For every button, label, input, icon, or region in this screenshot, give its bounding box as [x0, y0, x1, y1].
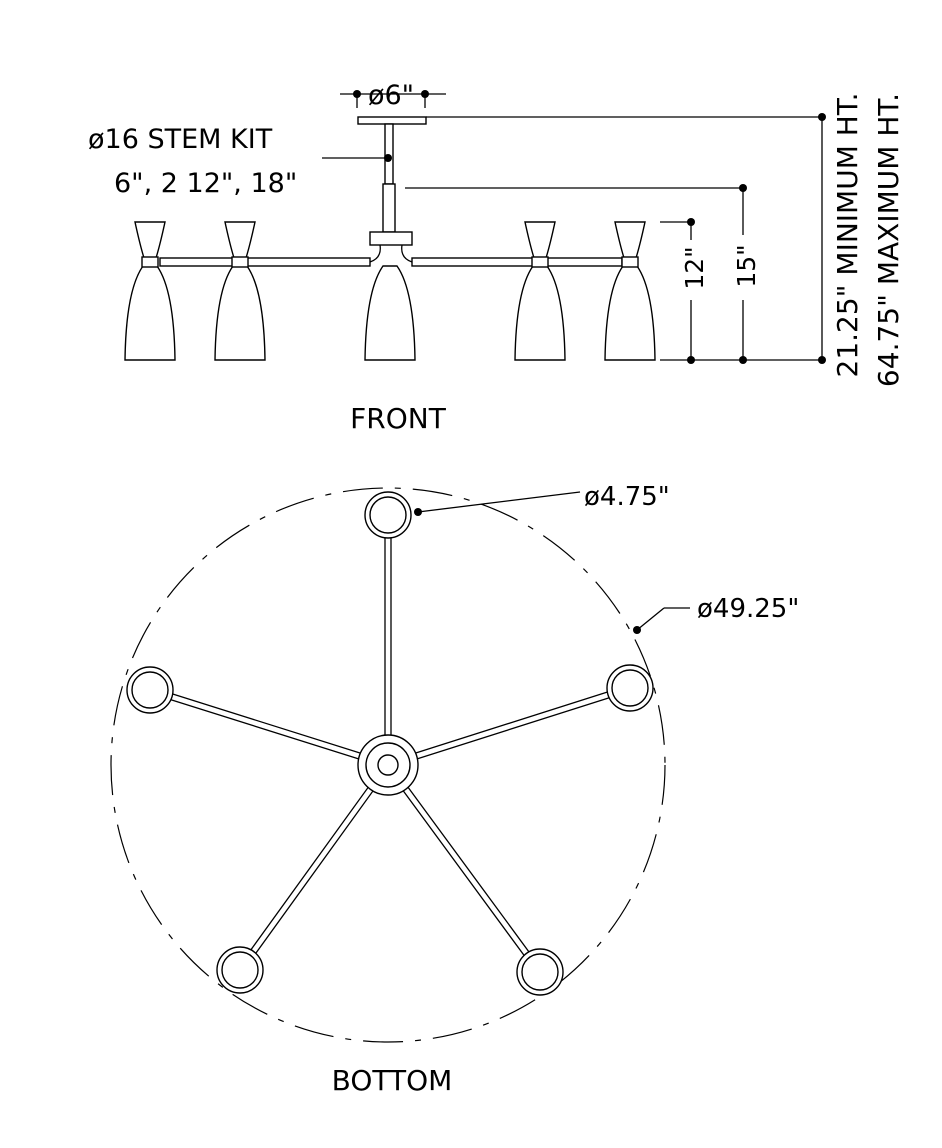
shade-front [364, 265, 416, 361]
arm-bottom [148, 686, 390, 769]
arm-bottom [386, 684, 632, 769]
canopy-diameter-label: ø6" [368, 80, 414, 111]
front-view: ø6" ø16 STEM KIT 6", 2 12", 18" 12" [88, 80, 905, 435]
height-dimensions: 12" 15" 21.25" MINIMUM HT. 64.75" MAXIMU… [405, 92, 905, 387]
stem-kit-label: ø16 STEM KIT [88, 124, 273, 155]
maximum-height-label: 64.75" MAXIMUM HT. [872, 93, 905, 387]
stem-kit-sizes: 6", 2 12", 18" [114, 168, 297, 199]
shade-diameter-label: ø4.75" [584, 482, 670, 512]
shade-front [124, 221, 176, 361]
bottom-view-title: BOTTOM [332, 1064, 453, 1097]
shade-front [604, 221, 656, 361]
arm-bottom [384, 515, 392, 765]
shade-front [214, 221, 266, 361]
overall-diameter-circle [110, 487, 666, 1043]
dim-12-label: 12" [680, 246, 709, 289]
canopy-dimension: ø6" [340, 80, 446, 111]
shade-bottom [364, 491, 412, 539]
minimum-height-label: 21.25" MINIMUM HT. [831, 92, 864, 377]
shade-bottom [216, 946, 264, 994]
shade-bottom [606, 664, 654, 712]
stem [384, 123, 394, 185]
hub [369, 231, 413, 246]
arm-bottom [237, 762, 391, 973]
arm-bottom [385, 762, 543, 975]
stem-lower [382, 183, 396, 233]
shade-bottom [126, 666, 174, 714]
canopy [357, 116, 427, 125]
front-view-title: FRONT [350, 402, 447, 435]
overall-diameter-label: ø49.25" [697, 594, 799, 624]
bottom-view: ø4.75" ø49.25" BOTTOM [110, 482, 799, 1097]
shade-bottom [516, 948, 564, 996]
dim-15-label: 15" [732, 244, 761, 287]
arms [159, 244, 623, 267]
shade-front [514, 221, 566, 361]
hub-center [377, 754, 399, 776]
